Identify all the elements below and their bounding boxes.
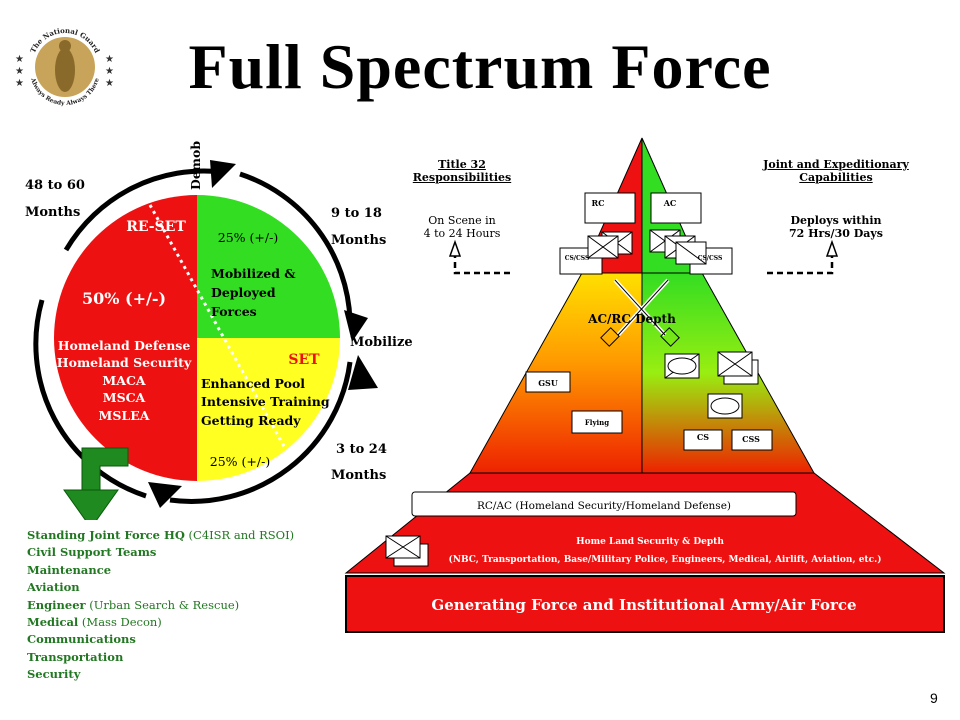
mobilized-line-1: Mobilized &: [211, 266, 296, 281]
rc-label: RC: [591, 198, 604, 208]
list-item: Civil Support Teams: [27, 545, 157, 560]
set-time-2: Months: [331, 468, 387, 483]
arrowhead-top: [210, 160, 236, 188]
set-line-3: Getting Ready: [201, 413, 301, 428]
national-guard-logo: The National Guard Always Ready Always T…: [15, 26, 114, 107]
list-item: Communications: [27, 632, 136, 647]
list-item: Aviation: [27, 580, 80, 595]
green-arrow-head: [63, 489, 119, 520]
page-number: 9: [930, 690, 938, 706]
reset-line-4: MSCA: [103, 390, 146, 405]
redeploy-time-1: 48 to 60: [25, 178, 85, 193]
cs-css-left-label: CS/CSS: [565, 255, 590, 262]
acrc-depth-label: AC/RC Depth: [587, 312, 676, 326]
reset-line-5: MSLEA: [99, 408, 150, 423]
arrowhead-right: [344, 310, 368, 342]
mobilized-percent: 25% (+/-): [218, 230, 278, 245]
svg-text:★: ★: [15, 78, 24, 89]
mobilized-sector: [197, 195, 340, 338]
set-time-1: 3 to 24: [336, 442, 387, 457]
reset-label: RE-SET: [126, 219, 186, 235]
set-line-2: Intensive Training: [201, 394, 330, 409]
page-title: Full Spectrum Force: [188, 31, 772, 102]
dotted-divider: [148, 204, 287, 449]
mobilized-line-2: Deployed: [211, 285, 276, 300]
list-item: Maintenance: [27, 562, 112, 577]
cycle-arc-left: [33, 299, 147, 499]
list-item: Standing Joint Force HQ (C4ISR and RSOI): [27, 528, 295, 542]
list-item: Engineer (Urban Search & Rescue): [27, 597, 240, 612]
redeploy-time-2: Months: [25, 205, 81, 220]
force-cycle-diagram: RE-SET 50% (+/-) Homeland Defense Homela…: [33, 141, 378, 520]
set-percent: 25% (+/-): [210, 454, 270, 469]
cycle-arc-top-left: [63, 168, 223, 252]
mobilize-label: Mobilize: [350, 335, 413, 350]
list-item: Security: [27, 667, 81, 682]
css-label: CSS: [742, 434, 760, 444]
set-line-1: Enhanced Pool: [201, 376, 305, 391]
force-pyramid: RC AC CS/CSS CS/CSS GSU Flying CS CSS AC…: [344, 137, 946, 633]
homeland-detail: (NBC, Transportation, Base/Military Poli…: [449, 554, 882, 565]
homeland-title: Home Land Security & Depth: [576, 537, 724, 547]
arrowhead-bottom: [148, 482, 182, 508]
mobilize-time-1: 9 to 18: [331, 206, 382, 221]
svg-text:★: ★: [15, 66, 24, 77]
capabilities-list: Standing Joint Force HQ (C4ISR and RSOI)…: [27, 527, 294, 684]
flying-label: Flying: [585, 418, 609, 427]
demob-label: Demob: [188, 141, 203, 190]
list-item: Transportation: [27, 649, 124, 664]
reset-line-3: MACA: [102, 373, 145, 388]
set-sector: [197, 338, 340, 481]
cs-label: CS: [697, 432, 709, 442]
arrowhead-mobilize: [348, 355, 378, 390]
reset-percent: 50% (+/-): [82, 289, 166, 308]
reset-sector: [54, 195, 197, 481]
svg-text:★: ★: [105, 78, 114, 89]
cycle-arc-right: [239, 171, 353, 321]
mobilized-line-3: Forces: [211, 304, 257, 319]
rcac-box-label: RC/AC (Homeland Security/Homeland Defens…: [477, 500, 731, 512]
svg-text:★: ★: [105, 54, 114, 65]
cycle-arc-bottom-right: [169, 361, 353, 504]
list-item: Medical (Mass Decon): [27, 615, 162, 630]
svg-text:★: ★: [105, 66, 114, 77]
gsu-label: GSU: [538, 378, 558, 388]
ac-label: AC: [663, 198, 677, 208]
generating-force-label: Generating Force and Institutional Army/…: [431, 596, 856, 614]
cs-css-right-label: CS/CSS: [698, 255, 723, 262]
reset-line-1: Homeland Defense: [58, 338, 191, 353]
reset-line-2: Homeland Security: [57, 355, 192, 370]
set-label: SET: [288, 352, 320, 368]
svg-text:★: ★: [15, 54, 24, 65]
mobilize-time-2: Months: [331, 233, 387, 248]
